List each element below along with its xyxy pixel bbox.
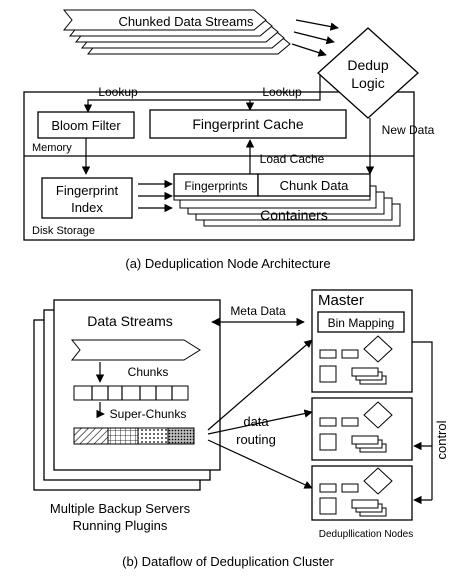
dedup-nodes-label: Dedupllication Nodes (319, 529, 414, 540)
data-routing-label-1: data (243, 414, 269, 429)
fingerprint-index-box (41, 177, 133, 219)
bin-mapping-box (317, 311, 405, 333)
fingerprint-cache-label: Fingerprint Cache (192, 116, 303, 132)
routing-arrow-node-3 (207, 439, 313, 489)
chunked-stream (73, 385, 189, 401)
caption-a: (a) Deduplication Node Architecture (125, 256, 330, 271)
fingerprint-index-label-2: Index (71, 200, 103, 215)
master-mini-arch (319, 335, 393, 385)
fingerprints-label: Fingerprints (184, 179, 247, 193)
dedup-node-2-mini-arch (319, 401, 393, 453)
bloom-filter-box (37, 111, 135, 139)
chunks-to-super-arrow (96, 402, 105, 419)
super-chunks-label: Super-Chunks (110, 407, 187, 421)
disk-storage-label: Disk Storage (32, 225, 95, 237)
lookup-label-right: Lookup (262, 85, 302, 99)
data-stream-shape (70, 339, 201, 361)
control-line (412, 341, 433, 500)
dedup-logic-label-1: Dedup (347, 57, 388, 73)
bloom-filter-label: Bloom Filter (51, 118, 121, 133)
dedup-logic-label-2: Logic (351, 75, 384, 91)
routing-arrow-node-2 (207, 409, 313, 435)
dedup-logic-diamond (317, 27, 419, 119)
chunked-data-streams: Chunked Data Streams (62, 9, 291, 55)
data-streams-label: Data Streams (87, 313, 173, 329)
chunked-data-streams-label: Chunked Data Streams (118, 14, 254, 29)
super-chunk-stream (73, 427, 195, 445)
new-data-label: New Data (382, 123, 435, 137)
chunks-label: Chunks (128, 365, 169, 379)
backup-servers-label-2: Running Plugins (73, 518, 168, 533)
fingerprint-index-label-1: Fingerprint (56, 183, 119, 198)
dedup-node-3-mini-arch (319, 467, 393, 517)
containers-label: Containers (260, 207, 328, 223)
routing-arrow-master (207, 339, 313, 431)
stream-arrow-1 (295, 19, 339, 31)
caption-b: (b) Dataflow of Deduplication Cluster (122, 554, 334, 569)
memory-label: Memory (32, 142, 72, 154)
chunk-data-box (257, 173, 371, 197)
stream-arrow-3 (291, 43, 327, 57)
bin-mapping-label: Bin Mapping (328, 316, 395, 330)
data-routing-label-2: routing (236, 432, 276, 447)
cluster-dataflow: Data Streams Chunks Super-Chunks Multipl… (33, 289, 449, 569)
stream-arrow-2 (293, 31, 335, 45)
backup-servers-label-1: Multiple Backup Servers (50, 501, 191, 516)
node-architecture: Chunked Data Streams Dedup Logic Lookup … (23, 9, 435, 271)
lookup-label-left: Lookup (98, 85, 138, 99)
meta-data-label: Meta Data (230, 304, 286, 318)
control-label: control (434, 420, 449, 459)
lookup-arrow-bloom (83, 74, 321, 113)
chunk-data-label: Chunk Data (280, 178, 349, 193)
master-label: Master (318, 292, 364, 309)
fingerprint-cache-box (149, 109, 347, 139)
load-cache-label: Load Cache (260, 152, 325, 166)
